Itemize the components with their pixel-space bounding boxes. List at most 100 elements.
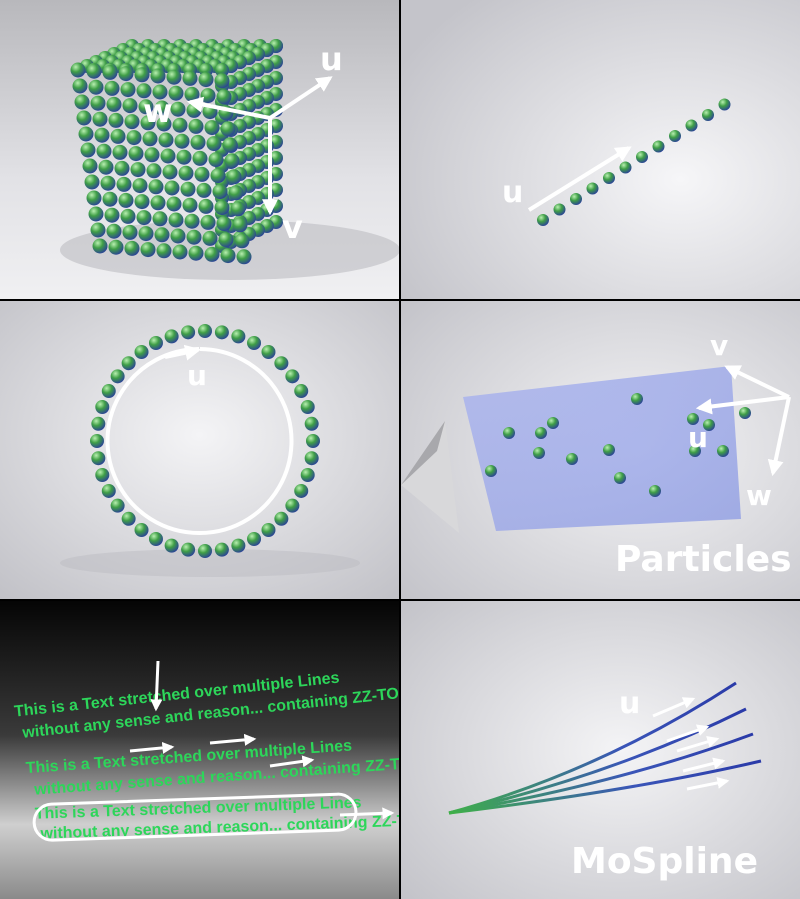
sphere <box>220 248 236 264</box>
sphere <box>231 538 246 553</box>
arrow-c <box>269 755 315 768</box>
sphere <box>120 82 136 98</box>
sphere <box>116 176 132 192</box>
sphere <box>106 223 122 239</box>
sphere <box>88 206 104 222</box>
sphere <box>228 185 244 201</box>
u-label: u <box>619 686 640 721</box>
sphere <box>78 126 94 142</box>
vertical-arrow <box>150 660 163 712</box>
sphere <box>121 511 136 526</box>
radial-u-arc <box>105 347 294 535</box>
sphere <box>136 83 152 99</box>
sphere <box>110 498 125 513</box>
sphere <box>236 249 252 265</box>
sphere <box>140 115 156 131</box>
sphere <box>106 96 122 112</box>
sphere <box>689 445 701 457</box>
spline-4 <box>448 759 762 815</box>
sphere <box>134 345 149 360</box>
sphere <box>140 242 156 258</box>
sphere <box>198 544 212 558</box>
sphere <box>101 384 116 399</box>
sphere <box>685 119 698 132</box>
sphere <box>198 72 214 88</box>
sphere <box>485 465 497 477</box>
sphere <box>304 416 319 431</box>
sphere <box>102 191 118 207</box>
sphere <box>198 198 214 214</box>
sphere <box>95 467 110 482</box>
sphere <box>104 207 120 223</box>
flow-arrows <box>652 697 730 791</box>
arrow-a <box>129 741 175 754</box>
sphere <box>603 444 615 456</box>
w-axis-arrow <box>767 396 791 477</box>
sphere <box>306 434 320 448</box>
sphere <box>172 244 188 260</box>
sphere <box>156 243 172 259</box>
sphere <box>138 226 154 242</box>
sphere <box>114 160 130 176</box>
sphere <box>122 224 138 240</box>
sphere <box>294 483 309 498</box>
sphere <box>86 190 102 206</box>
sphere <box>200 214 216 230</box>
sphere <box>101 483 116 498</box>
sphere <box>164 180 180 196</box>
sphere <box>181 542 196 557</box>
sphere <box>102 64 118 80</box>
mospline-scene: u MoSpline <box>401 601 800 899</box>
sphere <box>184 213 200 229</box>
sphere <box>198 324 212 338</box>
sphere <box>503 427 515 439</box>
sphere <box>304 451 319 466</box>
sphere <box>164 329 179 344</box>
sphere <box>210 168 226 184</box>
v-axis-arrow <box>724 365 790 399</box>
sphere <box>294 384 309 399</box>
sphere <box>130 162 146 178</box>
sphere <box>204 246 220 262</box>
sphere <box>82 158 98 174</box>
sphere <box>212 184 228 200</box>
sphere <box>192 150 208 166</box>
sphere <box>216 89 232 105</box>
sphere <box>703 419 715 431</box>
sphere <box>182 197 198 213</box>
sphere <box>76 110 92 126</box>
radial-sphere-ring <box>90 324 320 558</box>
sphere <box>162 164 178 180</box>
linear-panel: u <box>401 0 800 299</box>
sphere <box>218 232 234 248</box>
radial-scene: u <box>0 301 399 599</box>
sphere <box>94 127 110 143</box>
sphere <box>152 84 168 100</box>
sphere <box>95 400 110 415</box>
sphere <box>154 227 170 243</box>
sphere <box>222 137 238 153</box>
sphere <box>718 98 731 111</box>
u-label: u <box>187 359 207 392</box>
sphere <box>631 393 643 405</box>
particle-spheres <box>485 393 751 497</box>
sphere <box>285 498 300 513</box>
v-label: v <box>710 329 728 362</box>
sphere <box>172 117 188 133</box>
sphere <box>234 233 250 249</box>
sphere <box>224 153 240 169</box>
sphere <box>110 128 126 144</box>
sphere <box>274 511 289 526</box>
sphere <box>132 178 148 194</box>
sphere <box>176 149 192 165</box>
sphere <box>220 121 236 137</box>
sphere <box>166 196 182 212</box>
spline-2 <box>448 707 747 815</box>
sphere <box>232 217 248 233</box>
sphere <box>100 175 116 191</box>
sphere <box>636 151 648 163</box>
sphere <box>124 114 140 130</box>
sphere <box>614 472 626 484</box>
sphere <box>92 238 108 254</box>
